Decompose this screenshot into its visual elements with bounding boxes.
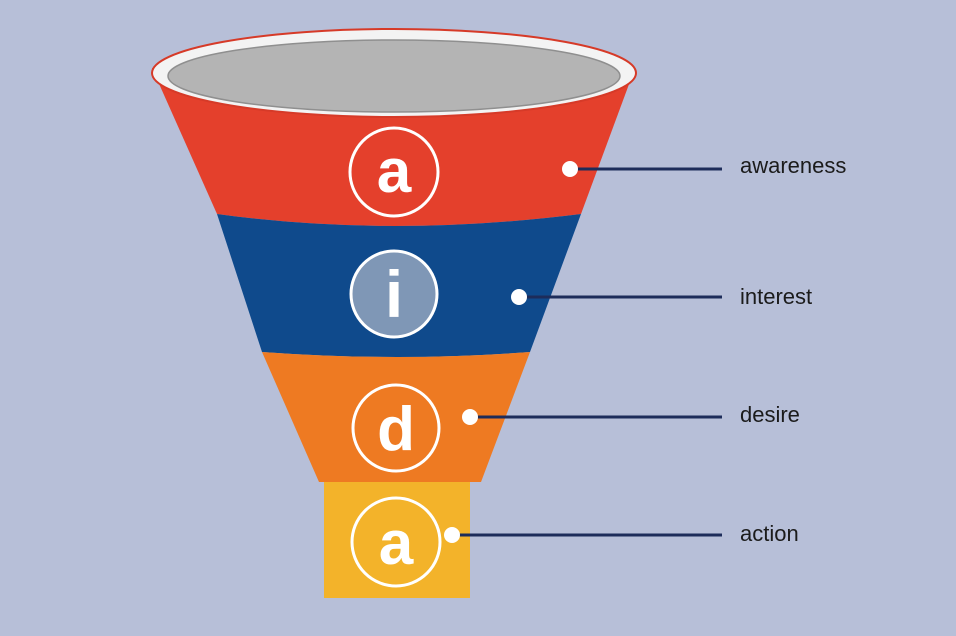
- stage-label-interest: interest: [740, 284, 812, 309]
- connector-dot-interest: [511, 289, 527, 305]
- badge-letter: d: [377, 395, 415, 464]
- connector-dot-desire: [462, 409, 478, 425]
- funnel: [151, 28, 637, 598]
- badge-circle: [350, 496, 442, 588]
- stage-badge-desire: d: [351, 383, 441, 473]
- badge-circle: [349, 249, 439, 339]
- stage-badge-interest: i: [349, 249, 439, 339]
- badge-letter: a: [377, 137, 412, 206]
- badge-circle: [351, 383, 441, 473]
- stage-label-awareness: awareness: [740, 153, 846, 178]
- connectors: [444, 161, 722, 543]
- stage-label-desire: desire: [740, 402, 800, 427]
- stage-badge-action: a: [350, 496, 442, 588]
- funnel-opening: [167, 39, 621, 113]
- badge-letter: a: [379, 509, 414, 578]
- badge-letter: i: [385, 257, 403, 331]
- connector-dot-action: [444, 527, 460, 543]
- stage-label-action: action: [740, 521, 799, 546]
- stage-badge-awareness: a: [348, 126, 440, 218]
- badge-circle: [348, 126, 440, 218]
- connector-dot-awareness: [562, 161, 578, 177]
